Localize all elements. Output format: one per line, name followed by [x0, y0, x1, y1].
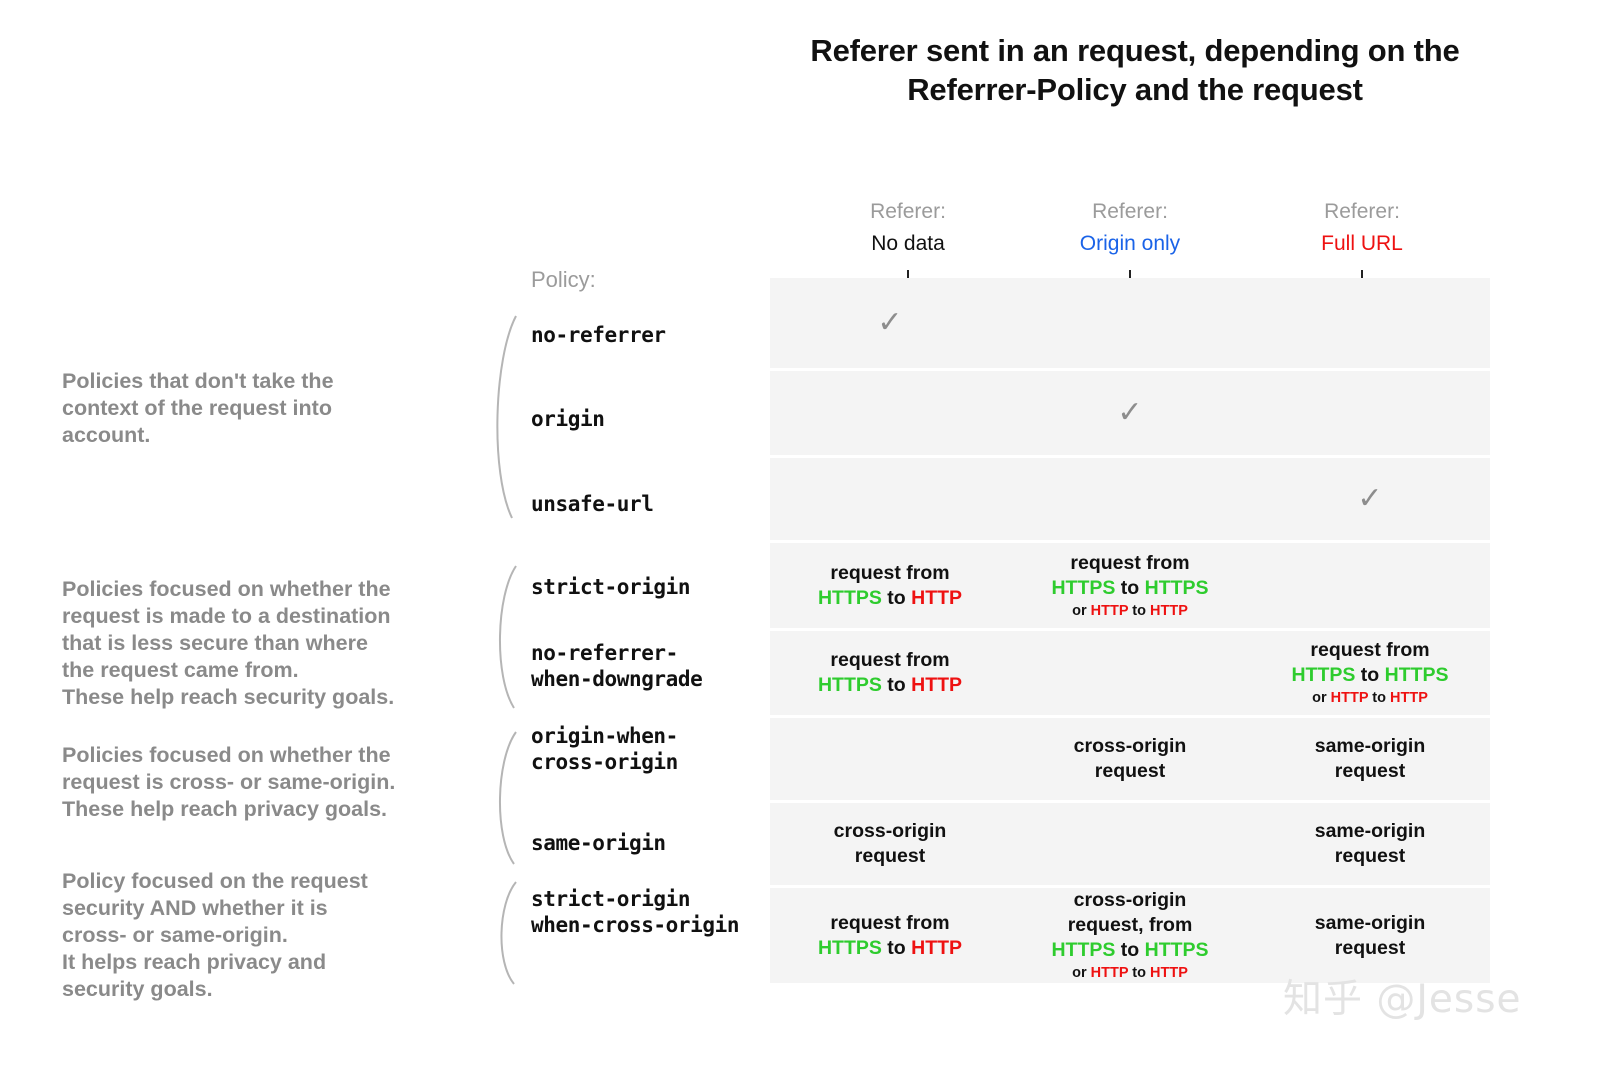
policy-name-strict-origin-when-cross-origin: strict-origin when-cross-origin [531, 887, 740, 938]
brace-group-1-icon [496, 315, 517, 519]
matrix-cell [1250, 278, 1490, 368]
column-header-value: Full URL [1321, 231, 1403, 255]
matrix-cell [770, 371, 1010, 455]
matrix-cell: ✓ [1010, 371, 1250, 455]
matrix-cell: same-origin request [1250, 803, 1490, 885]
column-header-origin-only: Referer: Origin only [1020, 196, 1240, 259]
column-header-kicker: Referer: [1092, 200, 1168, 223]
matrix-cell [1250, 543, 1490, 628]
matrix-cell [1010, 803, 1250, 885]
watermark: 知乎 @Jesse [1283, 977, 1522, 1022]
matrix-cell [1010, 631, 1250, 715]
brace-group-3-icon [498, 731, 517, 865]
table-row: ✓ [770, 455, 1490, 540]
policy-name-unsafe-url: unsafe-url [531, 492, 654, 516]
matrix-cell: cross-origin request [1010, 718, 1250, 800]
column-header-kicker: Referer: [1324, 200, 1400, 223]
cell-content: cross-origin request [833, 820, 947, 867]
matrix-cell [1250, 371, 1490, 455]
policy-name-origin-when-cross-origin: origin-when- cross-origin [531, 724, 678, 775]
column-header-no-data: Referer: No data [798, 196, 1018, 259]
matrix-cell: same-origin request [1250, 718, 1490, 800]
column-header-value: No data [871, 231, 945, 255]
matrix-cell: cross-origin request [770, 803, 1010, 885]
cell-content: same-origin request [1314, 735, 1426, 782]
matrix-cell: ✓ [770, 278, 1010, 368]
policy-name-no-referrer: no-referrer [531, 323, 666, 347]
policy-name-origin: origin [531, 407, 605, 431]
policy-name-same-origin: same-origin [531, 831, 666, 855]
policy-name-no-referrer-when-downgrade: no-referrer- when-downgrade [531, 641, 703, 692]
table-row: ✓ [770, 368, 1490, 455]
matrix-cell: ✓ [1250, 458, 1490, 540]
column-header-kicker: Referer: [870, 200, 946, 223]
matrix-cell [770, 718, 1010, 800]
page-title: Referer sent in an request, depending on… [810, 33, 1460, 107]
checkmark-icon: ✓ [1357, 482, 1383, 515]
brace-group-2-icon [498, 565, 517, 709]
matrix-cell [770, 458, 1010, 540]
table-row: cross-origin request same-origin request [770, 715, 1490, 800]
checkmark-icon: ✓ [877, 306, 903, 339]
brace-group-4-icon [500, 881, 517, 985]
cell-content: same-origin request [1314, 911, 1426, 959]
group-description-security: Policies focused on whether the request … [62, 577, 395, 710]
cell-content: cross-origin request [1073, 735, 1187, 782]
table-row: ✓ [770, 278, 1490, 368]
policy-column-label: Policy: [531, 267, 596, 292]
column-header-value: Origin only [1079, 231, 1181, 255]
group-description-privacy-and-security: Policy focused on the request security A… [62, 869, 368, 1002]
matrix-cell [1010, 278, 1250, 368]
policy-name-strict-origin: strict-origin [531, 575, 691, 599]
group-description-context-independent: Policies that don't take the context of … [62, 369, 334, 448]
column-header-full-url: Referer: Full URL [1252, 196, 1472, 259]
checkmark-icon: ✓ [1117, 396, 1143, 429]
matrix-cell [1010, 458, 1250, 540]
table-row: cross-origin request same-origin request [770, 800, 1490, 885]
matrix-cell: same-origin request [1250, 888, 1490, 983]
cell-content: same-origin request [1314, 820, 1426, 867]
group-description-privacy: Policies focused on whether the request … [62, 743, 396, 822]
